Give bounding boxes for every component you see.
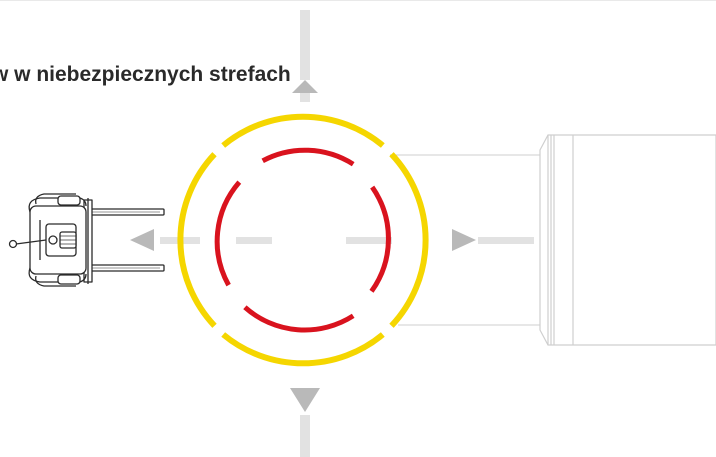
- line-right-2: [478, 237, 534, 244]
- diagram-caption: w w niebezpiecznych strefach: [0, 63, 291, 86]
- arrow-left-icon: [130, 229, 154, 251]
- arrow-up-icon: [292, 80, 318, 93]
- forklift-icon: [8, 193, 165, 287]
- inner-arc-bottom: [243, 305, 355, 333]
- line-up-2: [300, 92, 310, 102]
- line-center-left: [236, 237, 272, 244]
- line-down-1: [300, 415, 310, 457]
- inner-danger-zone: [214, 147, 391, 333]
- outer-arc-top: [221, 113, 385, 148]
- outer-arc-left: [177, 152, 217, 328]
- arrow-down-icon: [290, 388, 320, 412]
- rack-icon: [539, 134, 716, 346]
- outer-arc-bottom: [221, 332, 385, 367]
- rack-connectors: [390, 154, 540, 326]
- arrow-right-icon: [452, 229, 476, 251]
- line-up-1: [300, 10, 310, 80]
- inner-arc-left: [214, 180, 242, 287]
- inner-arc-right: [369, 185, 391, 293]
- top-divider: [0, 0, 716, 1]
- line-center-right: [346, 237, 392, 244]
- outer-warning-zone: [177, 113, 429, 367]
- inner-arc-top: [261, 147, 355, 167]
- outer-arc-right: [389, 152, 429, 328]
- direction-arrows: [130, 80, 476, 412]
